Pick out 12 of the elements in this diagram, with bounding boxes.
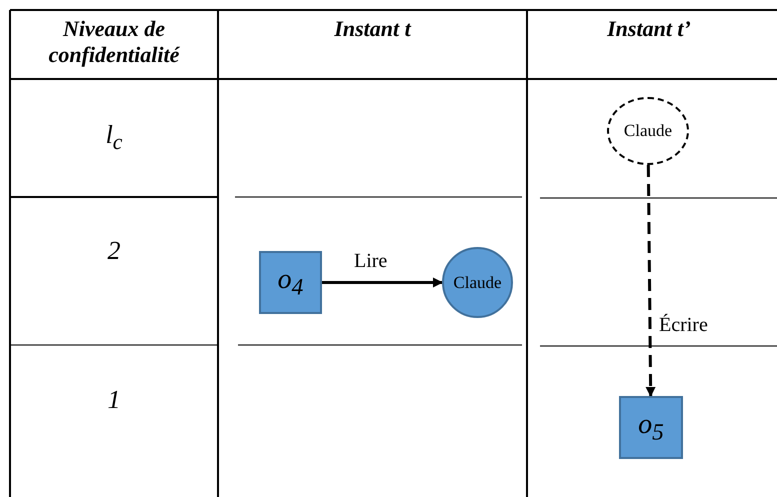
level-label: 2 [108, 236, 120, 265]
header-text: Instant t’ [607, 16, 691, 41]
arrow [646, 164, 656, 397]
subject-circle: Claude [607, 97, 689, 165]
header-text: Instant t [334, 16, 411, 41]
subject-circle: Claude [442, 247, 513, 318]
object-box: o$_{4}$ [259, 251, 322, 314]
object-box: o$_{5}$ [619, 396, 683, 459]
arrow [322, 278, 443, 288]
level-label: 1 [108, 385, 120, 414]
header-text: Niveaux de confidentialité [48, 16, 180, 67]
level-label: l$_{c}$ [106, 120, 122, 149]
